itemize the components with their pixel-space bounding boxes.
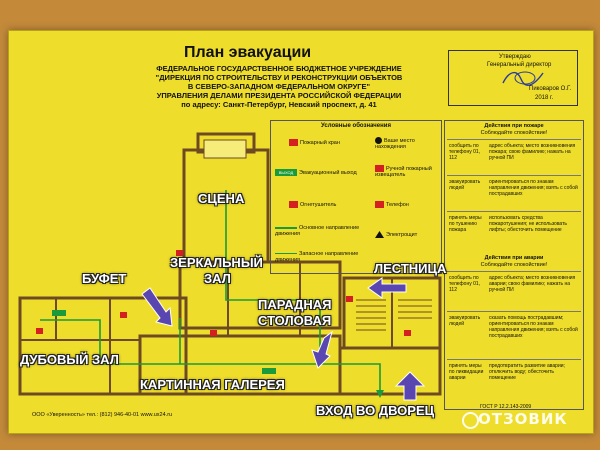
evacuation-plan-plate — [8, 30, 594, 434]
legend-item: Телефон — [375, 201, 409, 208]
fire-alarm-marker — [404, 330, 411, 336]
footer-gost: ГОСТ Р 12.2.143-2009 — [480, 404, 532, 410]
org-line-1: ФЕДЕРАЛЬНОЕ ГОСУДАРСТВЕННОЕ БЮДЖЕТНОЕ УЧ… — [156, 64, 402, 73]
dining-arrow — [311, 330, 333, 369]
you-are-here-icon — [375, 137, 382, 144]
label-state-dining-1: ПАРАДНАЯ — [258, 297, 332, 312]
extinguisher-marker — [210, 330, 217, 336]
legend-item: Пожарный кран — [289, 139, 340, 146]
label-picture-gallery: КАРТИННАЯ ГАЛЕРЕЯ — [140, 377, 285, 392]
legend-item: Ручной пожарный извещатель — [375, 165, 432, 178]
staircase-arrow — [367, 277, 407, 299]
fire-hose-marker — [120, 312, 127, 318]
approval-stamp: Утверждаю Генеральный директор Пиковаров… — [448, 50, 578, 106]
label-buffet: БУФЕТ — [82, 271, 127, 286]
label-palace-entrance: ВХОД ВО ДВОРЕЦ — [316, 403, 435, 418]
approval-year: 2018 г. — [535, 95, 554, 101]
manual-alarm-icon — [375, 165, 384, 172]
legend-header: Условные обозначения — [321, 123, 391, 129]
legend-panel: Условные обозначения Пожарный кран Ваше … — [270, 120, 442, 274]
legend-item: Основное направление движения — [275, 225, 360, 237]
actions-panel: Действия при пожаре Соблюдайте спокойств… — [444, 120, 584, 410]
plan-title: План эвакуации — [184, 44, 312, 61]
fire-hose-icon — [289, 139, 298, 146]
main-route-icon — [275, 226, 297, 229]
org-line-2: "ДИРЕКЦИЯ ПО СТРОИТЕЛЬСТВУ И РЕКОНСТРУКЦ… — [155, 73, 403, 82]
label-mirror-hall-1: ЗЕРКАЛЬНЫЙ — [170, 255, 263, 270]
label-mirror-hall-2: ЗАЛ — [204, 271, 231, 286]
stage-platform — [203, 139, 247, 159]
stage-route-line — [225, 190, 321, 360]
phone-marker — [176, 250, 183, 256]
signature-mark — [502, 71, 544, 86]
org-line-4: УПРАВЛЕНИЯ ДЕЛАМИ ПРЕЗИДЕНТА РОССИЙСКОЙ … — [156, 91, 402, 100]
exit-icon: ВЫХОД — [275, 169, 297, 176]
oak-hall-wall — [18, 296, 188, 396]
electric-panel-icon — [375, 231, 384, 238]
legend-item: Электрощит — [375, 231, 417, 238]
phone-icon — [375, 201, 384, 208]
org-line-3: В СЕВЕРО-ЗАПАДНОМ ФЕДЕРАЛЬНОМ ОКРУГЕ" — [187, 82, 371, 91]
lower-right-wall — [338, 346, 442, 396]
extinguisher-marker — [346, 296, 353, 302]
emergency-actions-sub: Соблюдайте спокойствие! — [480, 262, 548, 268]
backup-route-icon — [275, 253, 297, 255]
approval-approved: Утверждаю — [499, 54, 531, 60]
legend-item: Огнетушитель — [289, 201, 336, 208]
exit-sign — [52, 310, 66, 316]
legend-item: Запасное направление движения — [275, 251, 359, 263]
org-address: по адресу: Санкт-Петербург, Невский прос… — [181, 100, 377, 109]
entrance-arrow — [394, 371, 426, 401]
approval-name: Пиковаров О.Г. — [529, 86, 572, 92]
approval-position: Генеральный директор — [487, 62, 552, 68]
label-oak-hall: ДУБОВЫЙ ЗАЛ — [20, 352, 119, 367]
label-stage: СЦЕНА — [198, 191, 245, 206]
buffet-arrow — [141, 287, 173, 327]
footer-company: ООО «Уверенность» тел.: (812) 946-40-01 … — [32, 412, 173, 418]
fire-actions-header: Действия при пожаре — [484, 123, 544, 129]
organization-block: ФЕДЕРАЛЬНОЕ ГОСУДАРСТВЕННОЕ БЮДЖЕТНОЕ УЧ… — [148, 64, 410, 109]
watermark-logo-icon — [462, 412, 479, 429]
extinguisher-icon — [289, 201, 298, 208]
mirror-hall-wall — [178, 260, 342, 330]
fire-hose-marker — [36, 328, 43, 334]
watermark: ОТЗОВИК — [478, 410, 568, 428]
legend-item: Ваше место нахождения — [375, 137, 415, 150]
fire-actions-sub: Соблюдайте спокойствие! — [480, 130, 548, 136]
label-state-dining-2: СТОЛОВАЯ — [258, 313, 332, 328]
main-route-line — [40, 319, 381, 396]
route-arrow-head — [376, 390, 384, 398]
emergency-actions-header: Действия при аварии — [484, 255, 544, 261]
label-staircase: ЛЕСТНИЦА — [374, 261, 447, 276]
exit-sign — [262, 368, 276, 374]
